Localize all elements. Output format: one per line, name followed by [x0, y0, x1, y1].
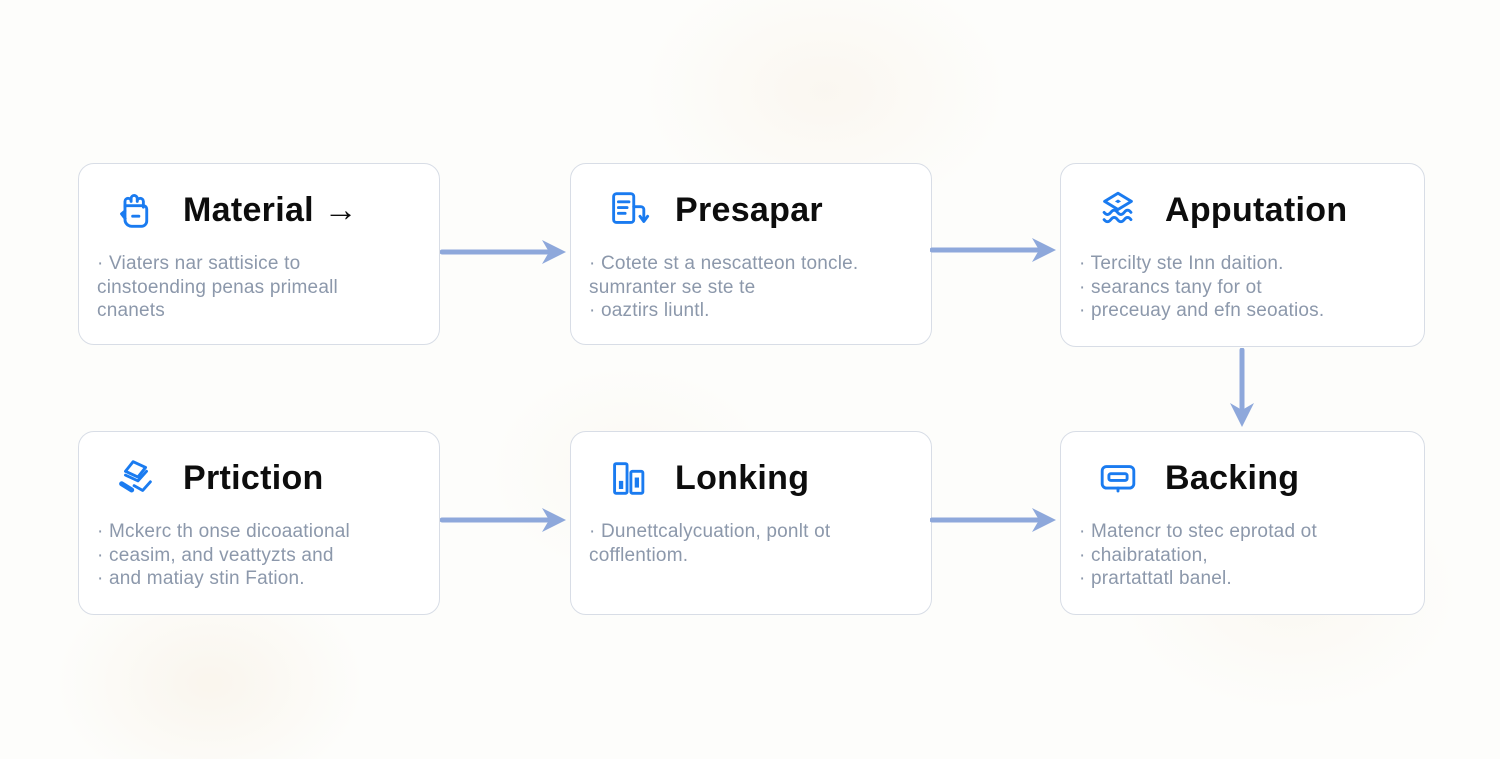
body-line: · Tercilty ste Inn daition. — [1079, 253, 1284, 274]
body-line: · chaibratation, — [1079, 544, 1208, 566]
bar-chart-icon — [605, 455, 651, 501]
document-export-icon — [605, 187, 651, 233]
card-apputation: Apputation · Tercilty ste Inn daition. ·… — [1060, 163, 1425, 347]
layers-icon — [1095, 187, 1141, 233]
card-presapar-body: · Cotete st a nescatteon toncle. sumrant… — [589, 252, 907, 323]
flow-arrow-material-presapar — [440, 238, 568, 266]
body-line: · Cotete st a nescatteon toncle. — [589, 253, 859, 274]
hand-grab-icon — [113, 187, 159, 233]
flow-arrow-apputation-backing — [1228, 348, 1256, 430]
card-lonking-body: · Dunettcalycuation, ponlt ot cofflentio… — [589, 520, 907, 567]
body-line: · Viaters nar sattisice to — [97, 253, 301, 274]
card-presapar-header: Presapar — [605, 187, 931, 233]
card-lonking-title: Lonking — [675, 458, 810, 497]
body-line: · ceasim, and veattyzts and — [97, 544, 334, 566]
card-lonking-header: Lonking — [605, 455, 931, 501]
flow-arrow-lonking-backing — [930, 506, 1058, 534]
card-material-title: Material → — [183, 190, 358, 229]
body-line: · and matiay stin Fation. — [97, 568, 305, 589]
card-backing-title: Backing — [1165, 458, 1300, 497]
card-prtiction: Prtiction · Mckerc th onse dicoaational … — [78, 431, 440, 615]
card-backing: Backing · Matencr to stec eprotad ot · c… — [1060, 431, 1425, 615]
card-backing-body: · Matencr to stec eprotad ot · chaibrata… — [1079, 520, 1400, 591]
body-line: · Mckerc th onse dicoaational — [97, 521, 350, 542]
card-material: Material → · Viaters nar sattisice to ci… — [78, 163, 440, 345]
card-presapar-title: Presapar — [675, 190, 823, 229]
body-line: cnanets — [97, 300, 165, 321]
card-presapar: Presapar · Cotete st a nescatteon toncle… — [570, 163, 932, 345]
card-prtiction-header: Prtiction — [113, 455, 439, 501]
card-backing-header: Backing — [1095, 455, 1424, 501]
body-line: · preceuay and efn seoatios. — [1079, 300, 1325, 321]
card-apputation-body: · Tercilty ste Inn daition. · searancs t… — [1079, 252, 1400, 323]
body-line: · searancs tany for ot — [1079, 276, 1262, 298]
body-line: cofflentiom. — [589, 544, 689, 566]
card-prtiction-body: · Mckerc th onse dicoaational · ceasim, … — [97, 520, 415, 591]
body-line: · Dunettcalycuation, ponlt ot — [589, 521, 831, 542]
card-lonking: Lonking · Dunettcalycuation, ponlt ot co… — [570, 431, 932, 615]
body-line: cinstoending penas primeall — [97, 276, 338, 298]
card-material-header: Material → — [113, 187, 439, 233]
card-apputation-title: Apputation — [1165, 190, 1348, 229]
body-line: · prartattatl banel. — [1079, 568, 1232, 589]
card-material-body: · Viaters nar sattisice to cinstoending … — [97, 252, 415, 323]
body-line: · Matencr to stec eprotad ot — [1079, 521, 1317, 542]
body-line: · oaztirs liuntl. — [589, 300, 710, 321]
flow-arrow-presapar-apputation — [930, 236, 1058, 264]
card-apputation-header: Apputation — [1095, 187, 1424, 233]
flow-arrow-prtiction-lonking — [440, 506, 568, 534]
stacked-sheets-icon — [113, 455, 159, 501]
card-prtiction-title: Prtiction — [183, 458, 324, 497]
message-icon — [1095, 455, 1141, 501]
body-line: sumranter se ste te — [589, 276, 756, 298]
